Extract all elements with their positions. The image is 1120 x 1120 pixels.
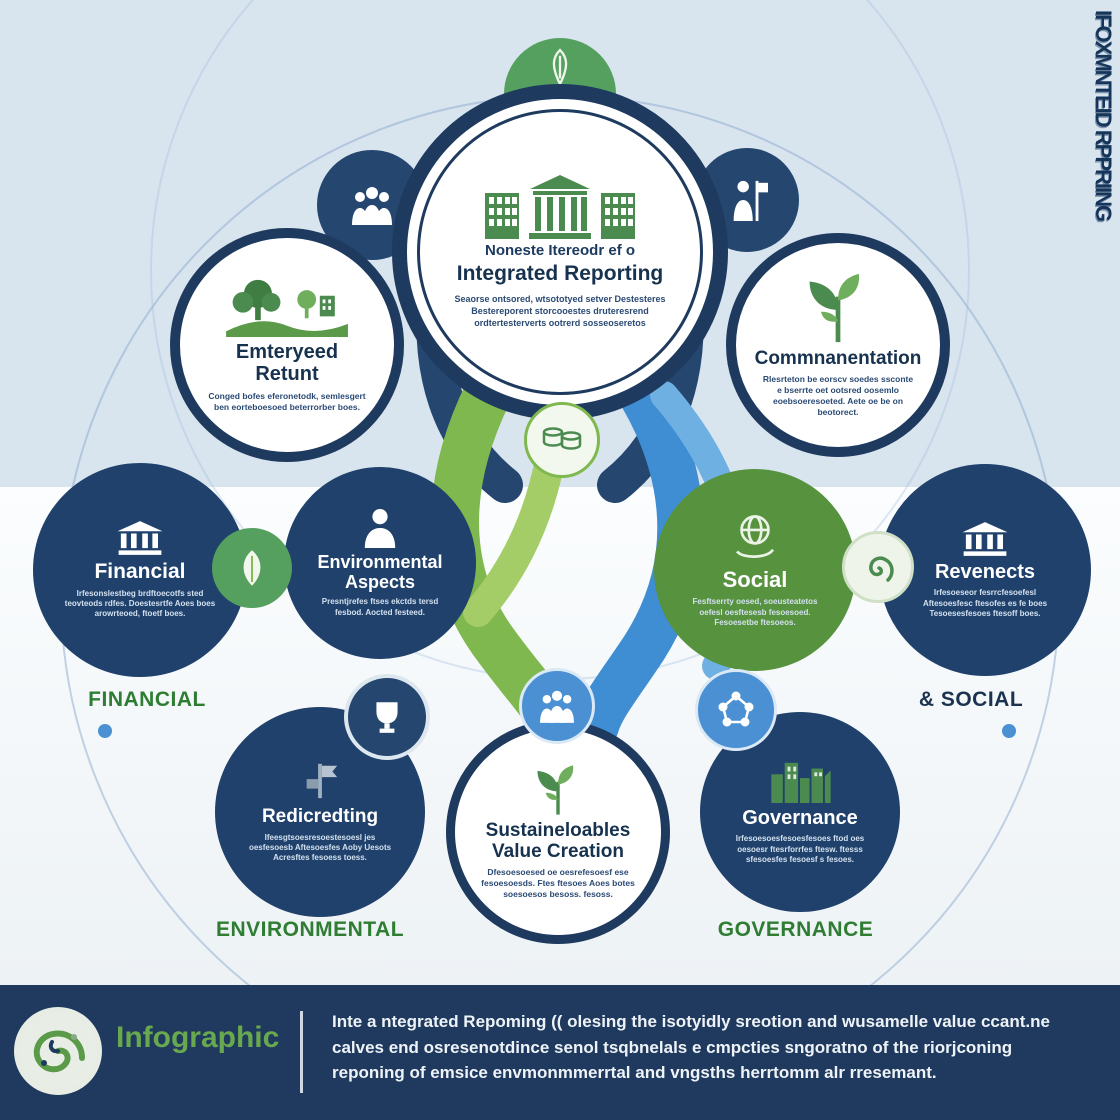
node-sustainable-value-creation: Sustaineloables Value Creation Dfesoesoe… <box>446 720 670 944</box>
node-title: Revenects <box>934 560 1036 583</box>
node-financial: Financial Irfesonslestbeg brdftoecotfs s… <box>33 463 247 677</box>
molecule-badge <box>695 669 777 751</box>
trophy-icon <box>376 702 398 733</box>
connector-dot-right <box>1002 724 1016 738</box>
node-description: Rlesrteton be eorscv soedes ssconte e bs… <box>762 374 914 418</box>
city-buildings-icon <box>771 762 831 803</box>
center-title: Integrated Reporting <box>456 261 664 285</box>
node-description: Irfesoesoesfesoesfesoes ftod oes oesoesr… <box>735 834 865 864</box>
node-title: Financial <box>94 560 186 584</box>
node-title: Redicredting <box>261 806 379 828</box>
footer-divider <box>300 1011 303 1093</box>
globe-hand-icon <box>735 514 775 558</box>
footer-bar: Infographic Inte a ntegrated Repoming ((… <box>0 985 1120 1120</box>
coins-badge <box>524 402 600 478</box>
flag-icon <box>306 764 338 799</box>
node-description: Fesftserrty oesed, soeusteatetos oefesl … <box>692 597 818 627</box>
bank-columns-icon <box>962 521 1008 556</box>
node-environmental-aspects: Environmental Aspects Presntjrefes ftses… <box>284 467 476 659</box>
section-label-environmental: ENVIRONMENTAL <box>215 918 405 941</box>
node-description: Presntjrefes ftses ekctds tersd fesbod. … <box>321 597 439 617</box>
people-group-icon <box>540 690 574 723</box>
node-social: Social Fesftserrty oesed, soeusteatetos … <box>654 469 856 671</box>
trees-landscape-icon <box>226 279 348 338</box>
node-description: Ifeesgtsoesresoestesoesl jes oesfesoesb … <box>248 832 392 863</box>
bank-columns-icon <box>117 521 163 556</box>
node-report: Emteryeed Retunt Conged bofes eferonetod… <box>170 228 404 462</box>
section-label-governance: GOVERNANCE <box>717 918 874 941</box>
connector-dot-left <box>98 724 112 738</box>
bank-building-icon <box>485 175 635 240</box>
center-description: Seaorse ontsored, wtsototyed setver Dest… <box>454 293 666 328</box>
node-title: Commnanentation <box>754 347 922 369</box>
people-blue-badge <box>519 668 595 744</box>
node-title: Sustaineloables Value Creation <box>485 819 631 862</box>
molecule-icon <box>718 691 754 727</box>
brand-logo <box>14 1007 102 1095</box>
leaf-icon <box>243 550 261 586</box>
section-label-social: & SOCIAL <box>918 688 1024 711</box>
logo-spiral-icon <box>20 1013 96 1089</box>
sprout-icon <box>537 765 574 815</box>
center-node-inner: Noneste Itereodr ef o Integrated Reporti… <box>417 109 703 395</box>
node-description: Irfesoeseor fesrrcfesoefesl Aftesoesfesc… <box>922 588 1048 618</box>
brand-name: Infographic <box>116 1021 280 1054</box>
trophy-badge <box>344 674 430 760</box>
leaf-badge <box>212 528 292 608</box>
node-title: Environmental Aspects <box>317 551 443 593</box>
node-title: Governance <box>742 806 858 829</box>
node-title: Emteryeed Retunt <box>235 341 339 386</box>
node-description: Conged bofes eferonetodk, semlesgert ben… <box>208 390 366 412</box>
leaf-shield-icon <box>552 48 568 86</box>
side-vertical-title: IFOXMNTEID RPPRIING <box>1091 10 1116 221</box>
node-description: Dfesoesoesed oe oesrefesoesf ese fesoeso… <box>481 867 635 900</box>
node-description: Irfesonslestbeg brdftoecotfs sted teovte… <box>64 588 216 619</box>
node-revenects: Revenects Irfesoeseor fesrrcfesoefesl Af… <box>879 464 1091 676</box>
people-group-icon <box>352 187 392 225</box>
node-integrated-reporting: Noneste Itereodr ef o Integrated Reporti… <box>392 84 728 420</box>
speaker-flag-icon <box>733 180 768 221</box>
spiral-icon <box>869 556 894 582</box>
node-communication: Commnanentation Rlesrteton be eorscv soe… <box>726 233 950 457</box>
section-label-financial: FINANCIAL <box>88 688 206 711</box>
node-title: Social <box>722 566 788 592</box>
center-pretitle: Noneste Itereodr ef o <box>484 242 636 260</box>
plant-icon <box>809 273 860 342</box>
footer-description: Inte a ntegrated Repoming (( olesing the… <box>332 1012 1050 1082</box>
person-icon <box>364 508 396 548</box>
swirl-badge <box>842 531 914 603</box>
coins-icon <box>542 427 582 450</box>
